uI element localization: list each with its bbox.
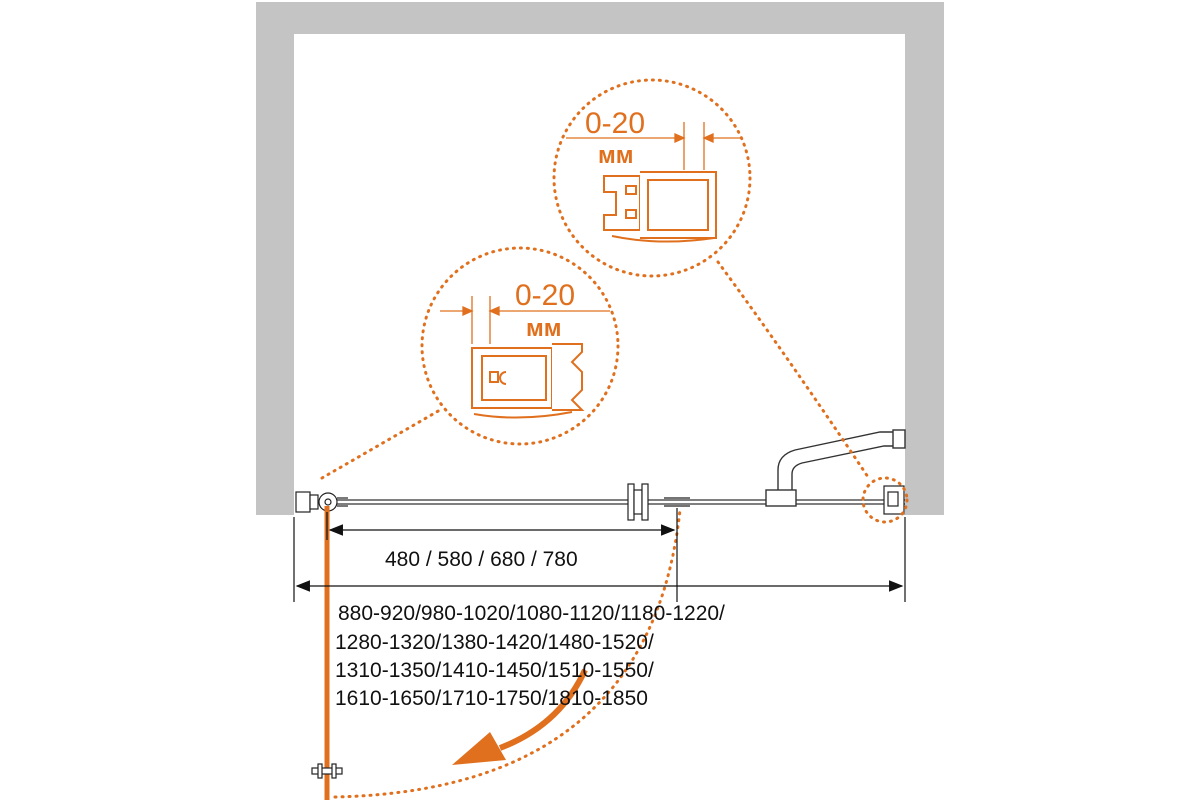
total-width-line-3: 1310-1350/1410-1450/1510-1550/ bbox=[335, 659, 654, 682]
door-handle bbox=[627, 483, 690, 521]
total-width-line-4: 1610-1650/1710-1750/1810-1850 bbox=[335, 687, 648, 710]
glass-panel bbox=[328, 499, 905, 505]
total-width-line-2: 1280-1320/1380-1420/1480-1520/ bbox=[335, 631, 654, 654]
upper-profile-icon bbox=[603, 171, 717, 243]
right-wall-profile bbox=[883, 485, 905, 515]
open-door-handle bbox=[311, 763, 343, 779]
callout-leaders bbox=[320, 260, 909, 524]
lower-detail-callout: 0-20 мм bbox=[420, 246, 620, 446]
total-width-line-1: 880-920/980-1020/1080-1120/1180-1220/ bbox=[338, 602, 725, 625]
door-width-label: 480 / 580 / 680 / 780 bbox=[385, 548, 578, 571]
upper-detail-callout: 0-20 мм bbox=[552, 78, 752, 278]
lower-profile-icon bbox=[471, 343, 585, 419]
upper-gap-value: 0-20 bbox=[585, 107, 645, 140]
stabilizer-bar bbox=[765, 429, 906, 507]
upper-gap-unit: мм bbox=[598, 142, 634, 169]
lower-gap-unit: мм bbox=[526, 315, 562, 342]
total-width-labels: 880-920/980-1020/1080-1120/1180-1220/ 12… bbox=[335, 602, 725, 710]
lower-gap-value: 0-20 bbox=[515, 279, 575, 312]
swing-arrow bbox=[452, 668, 588, 765]
left-wall-profile bbox=[295, 491, 348, 513]
dimension-lines bbox=[293, 508, 906, 602]
